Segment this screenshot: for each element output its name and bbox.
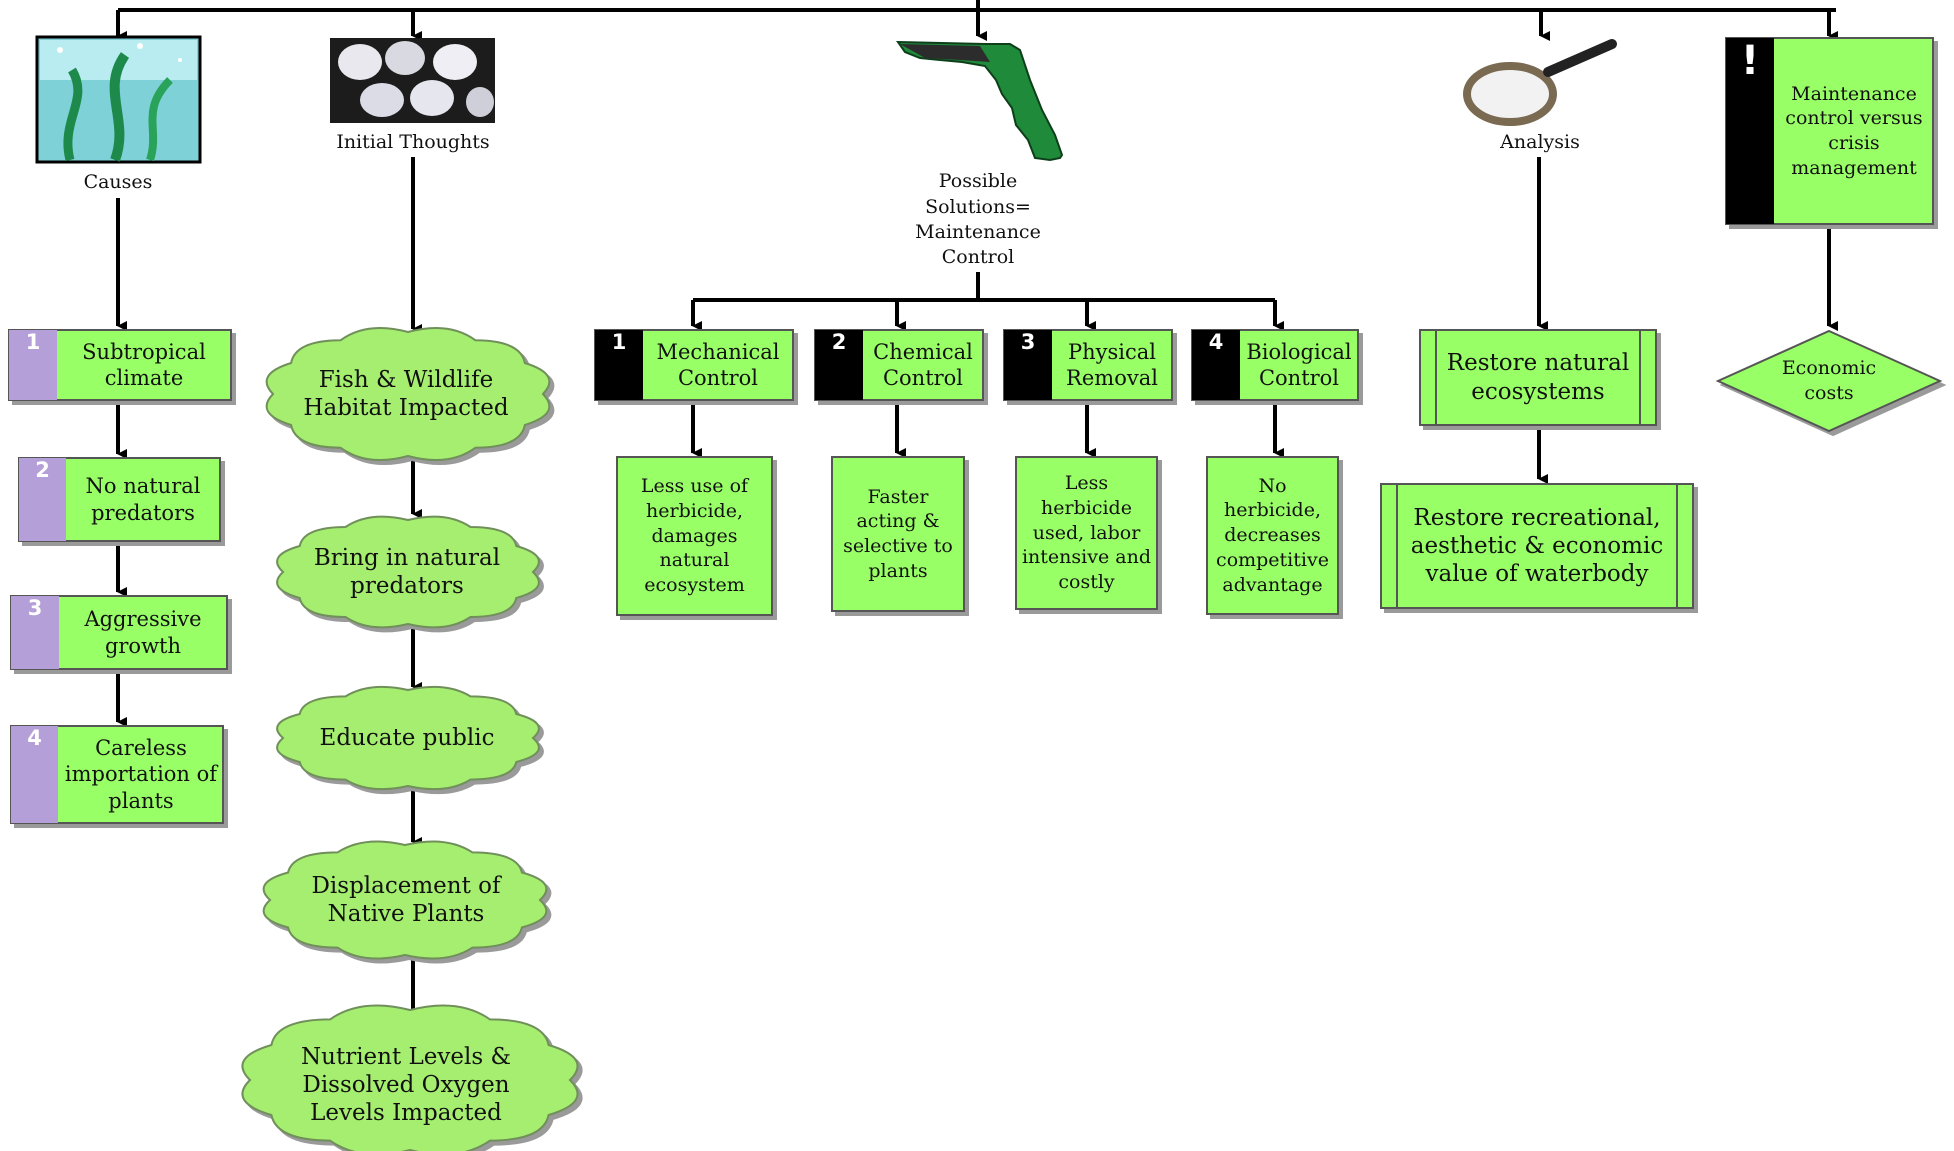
cloud-text-4: Displacement of Native Plants xyxy=(311,872,501,927)
management-box xyxy=(1725,37,1934,225)
solutions-connectors xyxy=(691,272,1284,458)
analysis-step-1 xyxy=(1419,329,1657,426)
cloud-shape xyxy=(276,685,540,791)
solutions-label: Possible Solutions= Maintenance Control xyxy=(915,170,1041,269)
cause-box-2 xyxy=(18,457,221,542)
cloud-text-5: Nutrient Levels & Dissolved Oxygen Level… xyxy=(301,1043,511,1127)
cloud-shape xyxy=(262,840,548,960)
cloud-text-3: Educate public xyxy=(319,724,495,751)
cause-text-4: Careless importation of plants xyxy=(64,736,218,813)
cloud-shape xyxy=(276,515,540,629)
method-detail-2: Faster acting & selective to plants xyxy=(843,485,953,582)
thought-cloud-3 xyxy=(276,685,540,791)
cloud-shape xyxy=(241,1004,579,1151)
cloud-text-1: Fish & Wildlife Habitat Impacted xyxy=(303,366,509,421)
cause-num-4: 4 xyxy=(27,726,42,750)
cause-num-2: 2 xyxy=(35,458,50,482)
lightbulbs-icon xyxy=(330,38,495,123)
method-title-1: Mechanical Control xyxy=(656,339,780,390)
economic-costs-diamond xyxy=(1715,329,1943,433)
method-title-2: Chemical Control xyxy=(873,339,973,390)
cause-box-1 xyxy=(8,329,232,401)
cloud-shape xyxy=(265,326,551,462)
cause-box-3 xyxy=(10,595,228,670)
thought-cloud-5 xyxy=(241,1004,579,1151)
cause-text-3: Aggressive growth xyxy=(84,607,202,658)
thought-cloud-2 xyxy=(276,515,540,629)
alert-flag: ! xyxy=(1740,38,1760,84)
cause-box-4 xyxy=(10,725,224,824)
method-box-2 xyxy=(814,329,984,401)
method-num-3: 3 xyxy=(1020,330,1036,354)
initial-thoughts-label: Initial Thoughts xyxy=(336,130,490,153)
cause-num-1: 1 xyxy=(25,330,41,354)
cloud-text-2: Bring in natural predators xyxy=(313,544,501,599)
method-title-3: Physical Removal xyxy=(1066,339,1158,390)
thought-clouds xyxy=(241,326,579,1151)
analysis-step-2-text: Restore recreational, aesthetic & econom… xyxy=(1410,504,1664,588)
management-text: Maintenance control versus crisis manage… xyxy=(1785,82,1923,179)
method-detail-4: No herbicide, decreases competitive adva… xyxy=(1216,474,1329,596)
thought-cloud-1 xyxy=(265,326,551,462)
method-box-1 xyxy=(594,329,794,401)
top-connector xyxy=(116,0,1838,41)
analysis-step-1-text: Restore natural ecosystems xyxy=(1446,350,1630,405)
method-detail-3: Less herbicide used, labor intensive and… xyxy=(1021,472,1151,594)
cause-text-2: No natural predators xyxy=(85,474,201,525)
method-box-4 xyxy=(1191,329,1359,401)
detail-boxes xyxy=(616,456,1339,616)
analysis-label: Analysis xyxy=(1500,130,1580,153)
method-num-1: 1 xyxy=(611,330,627,354)
method-num-2: 2 xyxy=(831,330,847,354)
causes-label: Causes xyxy=(83,170,153,193)
analysis-step-2 xyxy=(1380,483,1694,609)
method-detail-1: Less use of herbicide, damages natural e… xyxy=(640,475,749,597)
seaweed-icon xyxy=(35,35,202,164)
economic-costs-text: Economic costs xyxy=(1781,357,1877,404)
florida-map-icon xyxy=(896,40,1064,162)
method-box-3 xyxy=(1003,329,1173,401)
cause-num-3: 3 xyxy=(27,596,43,620)
magnifying-glass-icon xyxy=(1463,39,1617,126)
thought-cloud-4 xyxy=(262,840,548,960)
method-num-4: 4 xyxy=(1208,330,1224,354)
cause-text-1: Subtropical climate xyxy=(82,339,206,390)
method-title-4: Biological Control xyxy=(1246,339,1352,390)
